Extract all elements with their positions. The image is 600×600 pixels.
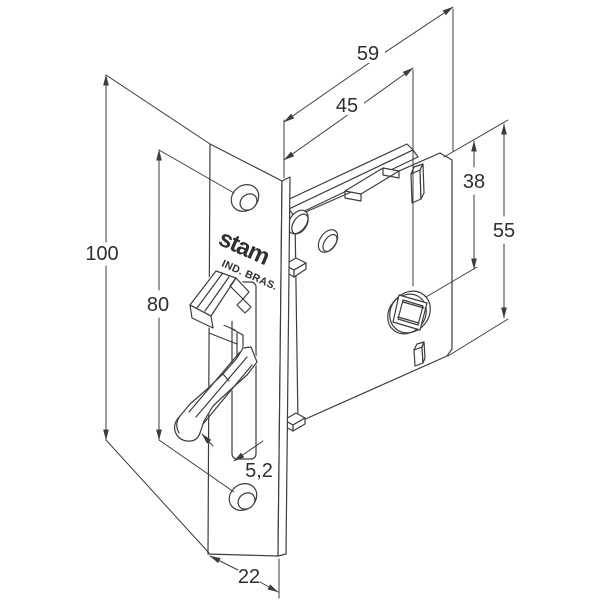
label-underlay [352, 42, 385, 63]
dim-label: 5,2 [245, 460, 273, 482]
lock-case [282, 143, 453, 432]
dim-label: 38 [463, 171, 485, 193]
dim-label: 22 [238, 566, 260, 588]
extension-line [105, 74, 211, 145]
case-hole-lower [317, 229, 339, 253]
extension-line [158, 439, 235, 493]
screw-hole-top [230, 184, 260, 212]
dim-line [201, 433, 214, 447]
dim-line [283, 62, 370, 123]
faceplate: stam IND. BRAS. [172, 143, 291, 557]
dim-backset-45: 45 [283, 67, 414, 287]
hook-bolt-lower [172, 345, 259, 445]
case-top-cover-edge [288, 149, 419, 217]
case-front-edge [294, 215, 299, 425]
dim-line [209, 555, 239, 571]
dim-spindle-offset-38: 38 [425, 119, 509, 298]
label-underlay [331, 94, 364, 115]
dim-slot-width-5-2: 5,2 [201, 433, 273, 482]
dim-line [233, 440, 264, 462]
extension-line [105, 439, 210, 554]
dimensions: 100 80 59 45 [85, 6, 515, 599]
dim-hole-spacing-80: 80 [147, 149, 235, 493]
dim-line [259, 581, 279, 593]
dim-label: 55 [493, 220, 515, 242]
faceplate-thickness [277, 176, 291, 557]
dim-line [283, 113, 350, 161]
extension-line [425, 266, 478, 298]
spindle-hole [387, 290, 431, 335]
spring-clip-top [410, 163, 425, 204]
hook-bolt-upper [188, 269, 252, 330]
dim-overall-height-100: 100 [85, 74, 211, 554]
cover-cutout [344, 167, 400, 202]
dim-label: 45 [336, 95, 358, 117]
dim-faceplate-width-22: 22 [209, 555, 280, 599]
spring-clip-bottom [413, 341, 426, 367]
case-hole-upper [287, 209, 309, 235]
mortise-lock: stam IND. BRAS. [172, 143, 453, 557]
dim-overall-depth-59: 59 [283, 6, 454, 152]
extension-line [443, 119, 509, 158]
dim-label: 80 [147, 294, 169, 316]
dim-body-height-55: 55 [447, 123, 515, 357]
dim-label: 59 [357, 43, 379, 65]
extension-line [158, 149, 235, 194]
screw-hole-bottom [228, 483, 258, 511]
dim-label: 100 [85, 243, 118, 265]
extension-line [447, 318, 509, 357]
